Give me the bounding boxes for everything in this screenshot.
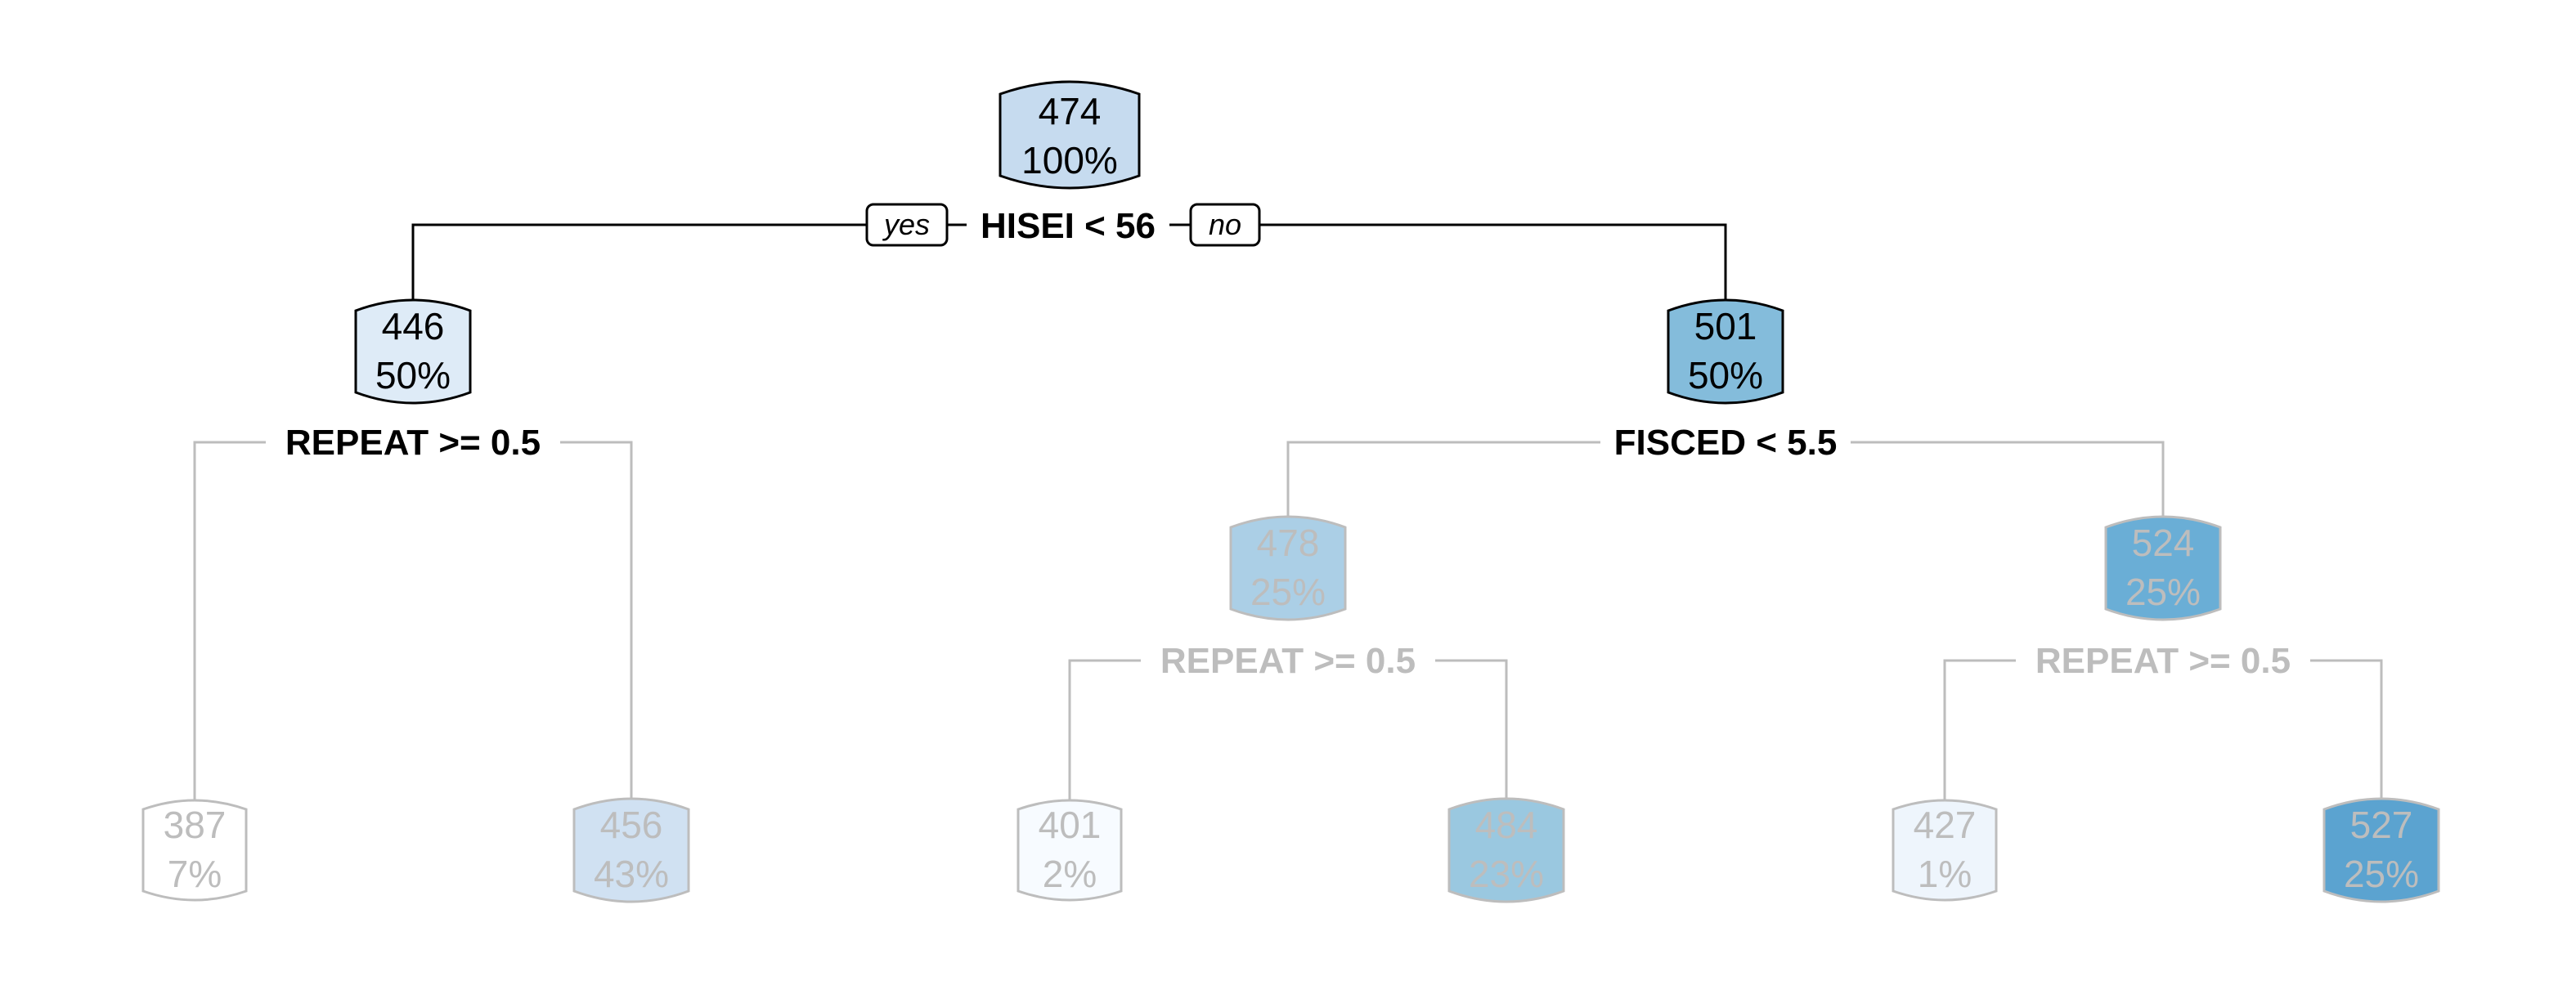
node-shape xyxy=(1667,298,1784,405)
edge-l2a-split-yes xyxy=(1068,659,1141,801)
node-shape xyxy=(1892,799,1998,902)
node-percent: 25% xyxy=(1250,571,1326,613)
node-shape xyxy=(141,799,248,902)
split-label-root: HISEI < 56 xyxy=(981,206,1156,246)
tree-node-l2b: 524 25% xyxy=(2104,515,2222,621)
edge-root-no xyxy=(1259,223,1727,302)
node-percent: 100% xyxy=(1021,139,1118,181)
node-shape xyxy=(1447,797,1565,903)
tree-leaf-2: 456 43% xyxy=(572,797,690,903)
edge-root-yes xyxy=(411,223,867,360)
edge-l2b-split-yes xyxy=(1943,659,2016,801)
node-percent: 50% xyxy=(375,354,451,396)
node-percent: 2% xyxy=(1043,853,1097,895)
split-label-right: FISCED < 5.5 xyxy=(1614,423,1838,463)
tree-node-root: 474 100% xyxy=(999,80,1141,190)
tree-leaf-4: 484 23% xyxy=(1447,797,1565,903)
root-split: yes HISEI < 56 no xyxy=(865,203,1261,247)
tree-leaf-6: 527 25% xyxy=(2322,797,2440,903)
tree-node-l2a: 478 25% xyxy=(1229,515,1347,621)
yes-tag-box xyxy=(865,203,949,247)
split-label-l2b: REPEAT >= 0.5 xyxy=(2035,641,2291,681)
node-shape xyxy=(2322,797,2440,903)
yes-tag: yes xyxy=(882,208,930,241)
tree-leaf-1: 387 7% xyxy=(141,799,248,902)
node-shape xyxy=(1229,515,1347,621)
edge-right-split-no xyxy=(1851,441,2165,517)
node-percent: 50% xyxy=(1688,354,1763,396)
node-value: 484 xyxy=(1475,804,1538,846)
split-label-l2a: REPEAT >= 0.5 xyxy=(1160,641,1416,681)
edge-left-split-yes xyxy=(193,441,266,801)
tree-node-right: 501 50% xyxy=(1667,298,1784,405)
node-percent: 43% xyxy=(594,853,669,895)
node-value: 474 xyxy=(1039,90,1102,132)
edge-left-split-no xyxy=(560,441,633,801)
no-tag: no xyxy=(1209,208,1241,241)
node-shape xyxy=(999,80,1141,190)
node-shape xyxy=(354,298,472,405)
tree-node-left: 446 50% xyxy=(354,298,472,405)
node-percent: 25% xyxy=(2344,853,2419,895)
tree-leaf-5: 427 1% xyxy=(1892,799,1998,902)
split-label-left: REPEAT >= 0.5 xyxy=(285,423,541,463)
node-value: 427 xyxy=(1914,804,1977,846)
node-percent: 1% xyxy=(1918,853,1972,895)
node-percent: 25% xyxy=(2125,571,2201,613)
edge-l2b-split-no xyxy=(2310,659,2383,801)
node-value: 524 xyxy=(2132,522,2195,564)
node-percent: 7% xyxy=(168,853,222,895)
tree-leaf-3: 401 2% xyxy=(1016,799,1123,902)
edge-right-split-yes xyxy=(1286,441,1600,517)
node-value: 527 xyxy=(2350,804,2413,846)
node-shape xyxy=(2104,515,2222,621)
node-value: 387 xyxy=(164,804,227,846)
node-value: 501 xyxy=(1694,305,1757,347)
node-value: 456 xyxy=(600,804,663,846)
node-shape xyxy=(1016,799,1123,902)
edge-l2a-split-no xyxy=(1435,659,1508,801)
node-value: 401 xyxy=(1039,804,1102,846)
tree-edges xyxy=(193,223,2383,801)
node-shape xyxy=(572,797,690,903)
node-value: 446 xyxy=(382,305,445,347)
no-tag-box xyxy=(1189,203,1261,247)
node-percent: 23% xyxy=(1469,853,1544,895)
node-value: 478 xyxy=(1257,522,1320,564)
